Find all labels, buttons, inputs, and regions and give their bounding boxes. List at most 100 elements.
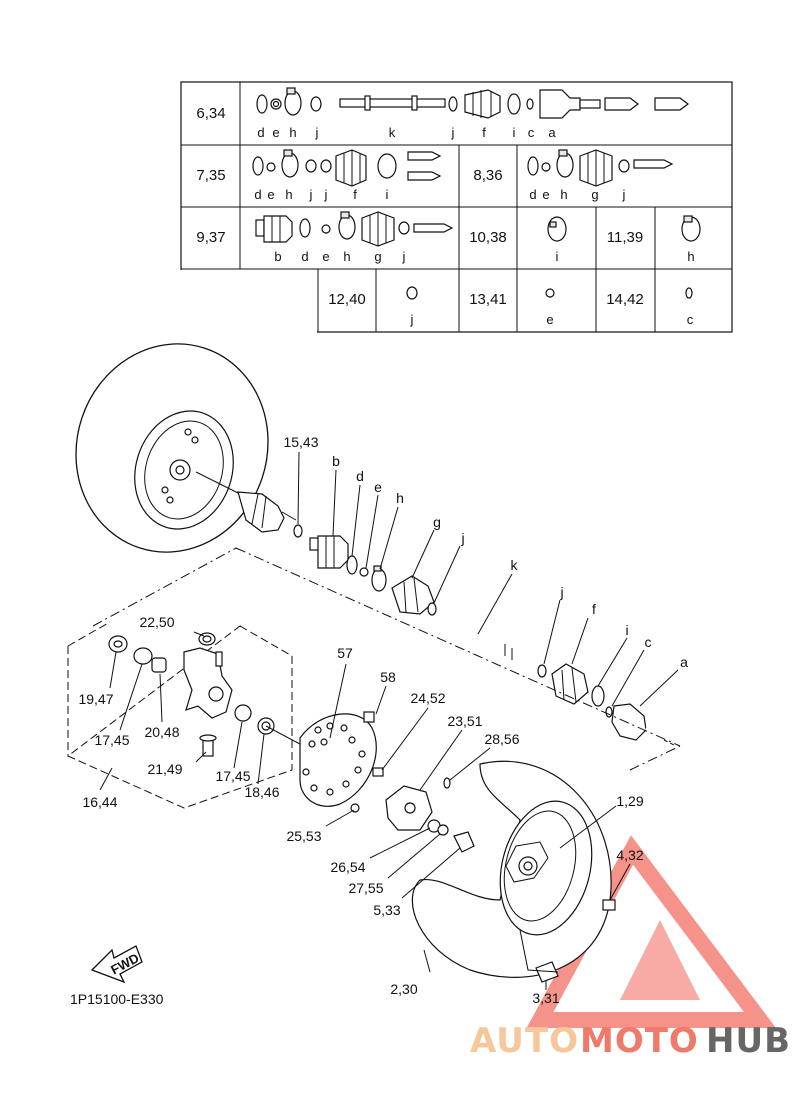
row3-letter-d: d: [301, 249, 308, 264]
brake-disc: [299, 711, 475, 853]
callout-57: 57: [337, 645, 353, 661]
row1-letter-a: a: [548, 125, 556, 140]
callout-c: c: [645, 634, 652, 650]
callout-58: 58: [380, 669, 396, 685]
row3-h-part: [681, 215, 701, 242]
watermark-moto: MOTO: [580, 1021, 699, 1061]
table-ref-12-40: 12,40: [328, 291, 366, 308]
table-ref-11-39: 11,39: [607, 229, 643, 246]
table-ref-13-41: 13,41: [469, 291, 507, 308]
row1-letter-j2: j: [451, 125, 455, 140]
knuckle-group: [67, 621, 361, 809]
watermark-text: AUTO MOTO HUB: [470, 1021, 791, 1061]
row1-letter-i: i: [513, 125, 516, 140]
row4-letter-j: j: [410, 312, 414, 327]
callout-23-51: 23,51: [447, 713, 482, 729]
table-ref-10-38: 10,38: [469, 229, 507, 246]
table-ref-6-34: 6,34: [196, 105, 225, 122]
row3-letter-h: h: [343, 249, 350, 264]
fwd-arrow-icon: FWD: [90, 945, 143, 984]
callout-24-52: 24,52: [410, 690, 445, 706]
callout-5-33: 5,33: [373, 902, 400, 918]
callout-j2: j: [559, 584, 563, 600]
reference-table: 6,34 d e h j k j f i c a 7,35: [179, 81, 733, 334]
row3-i-part: [547, 216, 567, 242]
left-wheel: [75, 343, 269, 553]
callout-20-48: 20,48: [144, 724, 179, 740]
table-ref-7-35: 7,35: [196, 167, 225, 184]
row2-letter-j2: j: [324, 187, 328, 202]
row2b-letter-h: h: [560, 187, 567, 202]
row1-letter-e: e: [272, 125, 279, 140]
row4-letter-e: e: [546, 312, 553, 327]
watermark-hub: HUB: [706, 1021, 791, 1061]
row1-letter-c: c: [528, 125, 535, 140]
callout-25-53: 25,53: [286, 828, 321, 844]
callout-a: a: [680, 654, 688, 670]
row2-letter-d: d: [254, 187, 261, 202]
row1-letter-d: d: [257, 125, 264, 140]
row3-letter-g: g: [374, 249, 381, 264]
callout-labels: 15,43 b d e h g j k j f i c a 22,50 57 5…: [78, 434, 688, 1006]
callout-d: d: [356, 468, 364, 484]
row3-letter-e: e: [322, 249, 329, 264]
row1-parts: [256, 87, 689, 119]
right-wheel: [411, 760, 616, 983]
row3-letter-h2: h: [687, 249, 694, 264]
callout-28-56: 28,56: [484, 731, 519, 747]
callout-f: f: [592, 601, 596, 617]
row1-letter-j: j: [315, 125, 319, 140]
callout-2-30: 2,30: [390, 981, 417, 997]
row2b-letter-j: j: [622, 187, 626, 202]
row2-parts: [252, 149, 442, 187]
axle-assembly: [293, 524, 677, 747]
table-ref-9-37: 9,37: [196, 229, 225, 246]
row1-letter-k: k: [389, 125, 396, 140]
callout-19-47: 19,47: [78, 691, 113, 707]
callout-17-45a: 17,45: [94, 732, 129, 748]
callout-15-43: 15,43: [283, 434, 318, 450]
row2b-parts: [527, 149, 674, 187]
row2-letter-h: h: [285, 187, 292, 202]
row4-e-part: [545, 288, 555, 298]
left-cv-joint: [237, 491, 297, 533]
row1-letter-h: h: [289, 125, 296, 140]
watermark-auto: AUTO: [470, 1021, 579, 1061]
callout-21-49: 21,49: [147, 761, 182, 777]
row4-letter-c: c: [687, 312, 694, 327]
callout-4-32: 4,32: [616, 847, 643, 863]
callout-h: h: [396, 490, 404, 506]
row2-letter-f: f: [353, 187, 357, 202]
row3-letter-i: i: [556, 249, 559, 264]
table-ref-8-36: 8,36: [473, 167, 502, 184]
row2b-letter-g: g: [591, 187, 598, 202]
row3-letter-b: b: [274, 249, 281, 264]
row3-letter-j: j: [402, 249, 406, 264]
callout-e: e: [374, 479, 382, 495]
leader-lines: [99, 451, 679, 990]
callout-16-44: 16,44: [82, 794, 117, 810]
callout-17-45b: 17,45: [215, 768, 250, 784]
callout-k: k: [511, 557, 519, 573]
row2-letter-i: i: [386, 187, 389, 202]
row3-parts: [255, 211, 454, 247]
callout-b: b: [332, 453, 340, 469]
row2-letter-e: e: [267, 187, 274, 202]
callout-g: g: [433, 514, 441, 530]
callout-1-29: 1,29: [616, 793, 643, 809]
row4-c-part: [685, 287, 693, 299]
row2b-letter-d: d: [529, 187, 536, 202]
row4-j-part: [406, 286, 418, 300]
callout-26-54: 26,54: [330, 859, 365, 875]
callout-i: i: [625, 622, 628, 638]
row1-letter-f: f: [482, 125, 486, 140]
callout-j1: j: [460, 530, 464, 546]
row2b-letter-e: e: [542, 187, 549, 202]
callout-3-31: 3,31: [532, 990, 559, 1006]
callout-22-50: 22,50: [139, 614, 174, 630]
table-ref-14-42: 14,42: [606, 291, 644, 308]
callout-27-55: 27,55: [348, 880, 383, 896]
callout-18-46: 18,46: [244, 784, 279, 800]
diagram-code: 1P15100-E330: [70, 991, 164, 1007]
